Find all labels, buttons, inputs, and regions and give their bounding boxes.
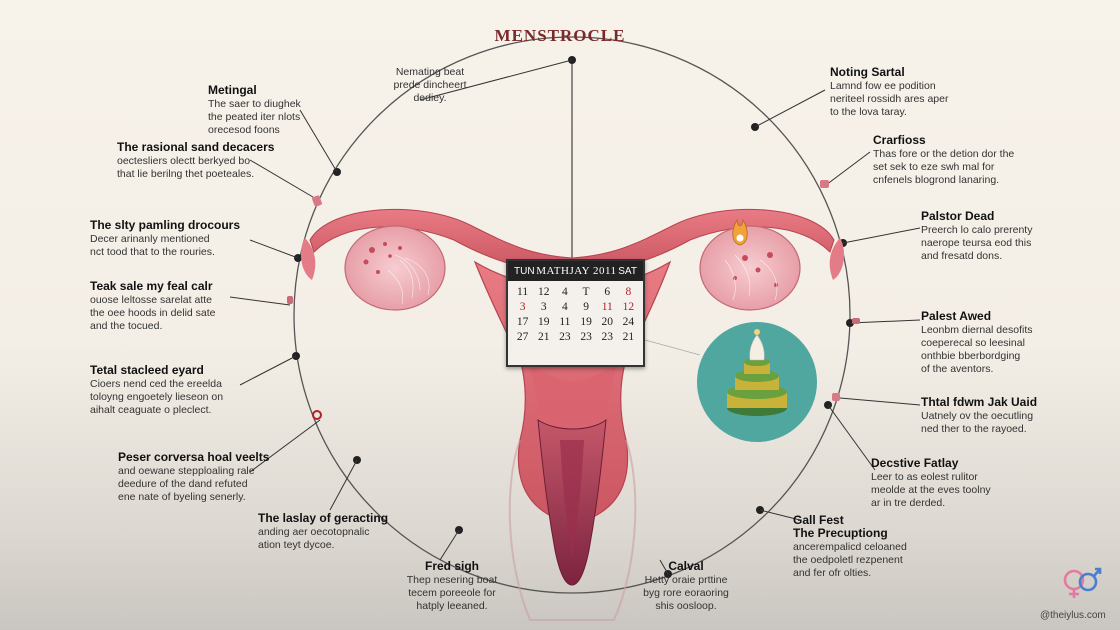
cycle-label-heading: The laslay of geracting xyxy=(258,511,389,525)
cycle-ring xyxy=(293,36,851,594)
cycle-label-body: Uatnely ov the oecutling ned ther to the… xyxy=(921,410,1034,435)
leader-lines xyxy=(229,59,921,575)
site-credit: @theiylus.com xyxy=(1040,610,1106,621)
calendar-month: MATHJAY 2011 xyxy=(536,265,617,277)
cycle-label-heading: Tetal stacleed eyard xyxy=(90,363,204,377)
cycle-label-heading: Palstor Dead xyxy=(921,209,995,223)
cycle-label-body: Cioers nend ced the ereelda toloyng engo… xyxy=(90,378,224,416)
cycle-label-body: Nemating beat prede dincheert dediey. xyxy=(393,66,467,104)
cycle-label-body: oectesliers olectt berkyed bo that lie b… xyxy=(117,155,255,180)
cycle-label-heading: Gall Fest The Precuptiong xyxy=(793,513,888,540)
cycle-label-heading: Peser corversa hoal veelts xyxy=(118,450,270,464)
diagram-title: MENSTROCLE xyxy=(494,26,626,45)
calendar-day: 21 xyxy=(622,331,635,343)
cycle-label-body: Lamnd fow ee podition neriteel rossidh a… xyxy=(830,80,949,118)
cycle-label-body: ouose leltosse sarelat atte the oee hood… xyxy=(90,294,216,332)
cycle-label-heading: Thtal fdwm Jak Uaid xyxy=(921,395,1038,409)
cycle-label-heading: Noting Sartal xyxy=(830,65,905,79)
calendar-day: 21 xyxy=(537,331,550,343)
calendar-day: 4 xyxy=(562,301,568,313)
calendar-day: 19 xyxy=(580,316,592,328)
calendar-connector xyxy=(644,339,701,356)
gender-symbols-logo xyxy=(1063,567,1102,598)
cycle-label-heading: Fred sigh xyxy=(424,559,479,573)
cycle-label-body: Hetty oraie prttine byg rore eoraoring s… xyxy=(643,574,729,612)
calendar-day: 20 xyxy=(601,316,613,328)
calendar-day: 9 xyxy=(583,301,589,313)
calendar-day: T xyxy=(582,286,590,298)
calendar-day: 17 xyxy=(516,316,529,328)
cycle-label-body: Thep nesering boat tecem poreeole for ha… xyxy=(406,574,498,612)
cycle-label-body: Leonbm diernal desofits coeperecal so le… xyxy=(921,324,1033,375)
calendar-day: 23 xyxy=(601,331,613,343)
cycle-label-body: Leer to as eolest rulitor meolde at the … xyxy=(871,471,991,509)
calendar-day: 23 xyxy=(580,331,592,343)
cycle-label-heading: Decstive Fatlay xyxy=(871,456,959,470)
cycle-label-body: The saer to diughek the peated iter nlot… xyxy=(208,98,301,136)
cycle-label-heading: Crarfioss xyxy=(873,133,926,147)
cycle-label-heading: The slty pamling drocours xyxy=(90,218,241,232)
calendar-day: 12 xyxy=(537,286,550,298)
teal-cake-icon xyxy=(697,322,817,442)
calendar-day: 4 xyxy=(562,286,568,298)
calendar-day: 19 xyxy=(537,316,550,328)
cycle-label-heading: The rasional sand decacers xyxy=(117,140,275,154)
calendar-day: 11 xyxy=(559,316,571,328)
calendar-grid: 11 12 4 T 6 8 3 3 4 9 11 12 17 19 11 19 20 24 27 21 23 23 23 21 xyxy=(508,281,643,343)
cycle-label-body: Thas fore or the detion dor the set sek … xyxy=(873,148,1015,186)
calendar-day: 11 xyxy=(601,301,613,313)
calendar-day: 24 xyxy=(622,316,635,328)
cycle-label-body: and oewane stepploaling rale deedure of … xyxy=(118,465,255,503)
small-pink-icons xyxy=(287,180,860,420)
calendar-header: TUN MATHJAY 2011 SAT xyxy=(508,261,643,281)
calendar-day: 3 xyxy=(540,301,547,313)
cycle-label-top-center: Nemating beat prede dincheert dediey. xyxy=(370,66,490,105)
calendar-right-label: SAT xyxy=(618,265,637,277)
cycle-label-heading: Calval xyxy=(668,559,704,573)
calendar-left-label: TUN xyxy=(514,265,535,277)
cycle-label-heading: Teak sale my feal calr xyxy=(90,279,213,293)
cycle-label-body: anding aer oecotopnalic ation teyt dycoe… xyxy=(258,526,370,551)
calendar-day: 27 xyxy=(516,331,529,343)
calendar-day: 3 xyxy=(519,301,526,313)
calendar-day: 8 xyxy=(625,286,632,298)
cycle-label-body: Decer arinanly mentioned nct tood that t… xyxy=(90,233,215,258)
calendar-day: 12 xyxy=(622,301,635,313)
cycle-label-heading: Metingal xyxy=(208,83,257,97)
calendar-day: 6 xyxy=(604,286,611,298)
calendar-day: 11 xyxy=(517,286,529,298)
calendar-day: 23 xyxy=(559,331,571,343)
cycle-label-body: ancerempalicd celoaned the oedpoletl rez… xyxy=(793,541,907,579)
cycle-label-body: Preerch lo calo prerenty naerope teursa … xyxy=(921,224,1033,262)
cycle-label-heading: Palest Awed xyxy=(921,309,992,323)
